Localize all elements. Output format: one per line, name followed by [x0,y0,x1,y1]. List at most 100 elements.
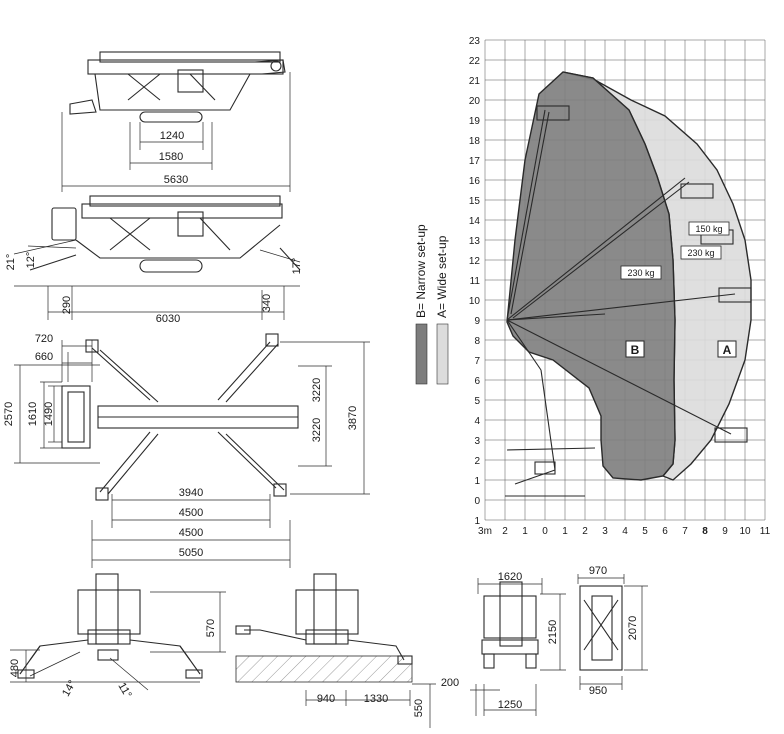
x-tick-label: 2 [502,526,508,537]
x-tick-label: 10 [739,526,751,537]
working-side-view: 21° 12° 17° 290 6030 340 [5,195,303,325]
region-label-box [717,340,737,358]
y-tick-label: 3 [474,436,480,447]
y-tick-label: 10 [469,296,481,307]
x-tick-label: 1 [522,526,528,537]
load-label: 150 kg [688,221,730,236]
boom-segment [506,319,542,371]
y-tick-label: 15 [469,196,481,207]
x-tick-label: 2 [582,526,588,537]
dim-3220-a: 3220 [311,378,323,402]
dim-4500-b: 4500 [179,527,203,539]
dim-550: 550 [413,699,425,717]
dim-940: 940 [317,693,335,705]
front-view-left: 570 480 14° 11° [9,573,226,701]
region-label-box [625,340,645,358]
x-tick-label: 5 [642,526,648,537]
dim-1330: 1330 [364,693,388,705]
y-tick-label: 0 [474,496,480,507]
y-tick-label: 21 [469,76,481,87]
legend-swatch-wide [436,323,449,385]
chart-areas [506,71,752,481]
dim-1580: 1580 [159,151,183,163]
dim-5630: 5630 [164,174,188,186]
x-tick-label: 8 [702,526,708,537]
basket [718,287,752,303]
y-tick-label: 4 [474,416,480,427]
y-tick-label: 7 [474,356,480,367]
x-tick-label: 7 [682,526,688,537]
y-tick-label: 11 [470,276,481,287]
boom-segment [506,313,606,321]
y-tick-label: 16 [469,176,481,187]
y-tick-label: 20 [469,96,481,107]
angle-11: 11° [115,681,133,701]
load-label-box [620,265,662,280]
boom-segment [510,111,550,315]
front-view-narrow: 1620 2150 200 1250 [441,571,566,716]
boom-segment [506,319,732,435]
dim-970: 970 [589,565,607,577]
y-tick-label: 6 [474,376,480,387]
boom-segment [514,469,556,485]
load-label-text: 150 kg [695,224,722,234]
x-tick-label: 11 [760,526,771,537]
y-tick-label: 9 [474,316,480,327]
dim-5050: 5050 [179,547,203,559]
y-tick-label: 8 [474,336,480,347]
dim-4500-a: 4500 [179,507,203,519]
legend: B= Narrow set-up A= Wide set-up [414,224,449,385]
dim-200: 200 [441,677,459,689]
load-label-box [680,245,722,260]
front-view-side: 970 2070 950 [577,565,648,697]
dim-3870: 3870 [347,406,359,430]
boom-illustration [505,105,752,497]
load-label: 230 kg [680,245,722,260]
dim-3220-b: 3220 [311,418,323,442]
dim-3940: 3940 [179,487,203,499]
y-tick-label: 19 [469,116,481,127]
x-tick-label: 6 [662,526,668,537]
y-tick-label: 18 [469,136,481,147]
x-tick-label: 3m [478,526,492,537]
y-tick-label: 22 [469,56,481,67]
y-tick-label: 1 [474,476,480,487]
boom-segment [506,293,736,321]
angle-21: 21° [5,254,17,271]
boom-segment [540,369,556,471]
basket [714,427,748,443]
y-tick-label: 17 [469,156,481,167]
region-label-text: A [723,343,732,357]
y-tick-label: 12 [469,256,481,267]
dim-2070: 2070 [627,616,639,640]
boom-segment [506,447,596,451]
base-body [534,461,556,475]
region-label-A: A [717,340,737,358]
dim-950: 950 [589,685,607,697]
y-tick-label: 2 [474,456,480,467]
y-tick-label: 14 [469,216,481,227]
y-tick-label: 5 [474,396,480,407]
load-label-text: 230 kg [687,248,714,258]
transport-side-view: 1240 1580 5630 [61,51,291,192]
angle-14: 14° [60,678,79,698]
x-tick-label: 4 [622,526,628,537]
load-label: 230 kg [620,265,662,280]
dim-720: 720 [35,333,53,345]
legend-wide-label: A= Wide set-up [435,235,449,318]
boom-segment [512,181,690,319]
dim-1490: 1490 [43,402,55,426]
region-label-text: B [631,343,640,357]
x-tick-label: 0 [542,526,548,537]
y-tick-label: 13 [469,236,481,247]
y-tick-label: 1 [474,516,480,527]
dim-1620: 1620 [498,571,522,583]
basket [680,183,714,199]
basket [536,105,570,121]
dim-340: 340 [261,294,273,312]
dim-290: 290 [61,296,73,314]
front-view-slope: 940 1330 550 [235,573,436,728]
chart-labels: 150 kg 230 kg 230 kg B A [620,221,737,358]
